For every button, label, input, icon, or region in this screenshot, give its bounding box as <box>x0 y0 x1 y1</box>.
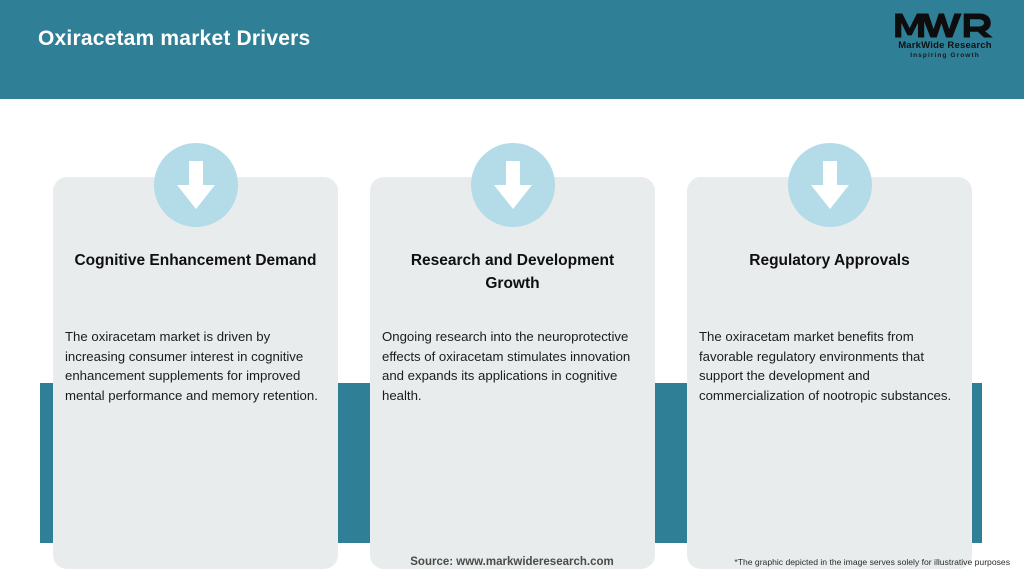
page-title: Oxiracetam market Drivers <box>38 27 311 50</box>
card-description: Ongoing research into the neuroprotectiv… <box>382 329 631 403</box>
logo-company-name: MarkWide Research <box>898 40 992 51</box>
header-bar: Oxiracetam market Drivers MarkWide Resea… <box>0 0 1024 99</box>
driver-card-2[interactable]: Research and Development Growth Ongoing … <box>370 143 655 569</box>
arrow-down-icon <box>787 143 872 227</box>
card-title: Cognitive Enhancement Demand <box>74 252 317 269</box>
mwr-logo-icon <box>895 13 993 38</box>
brand-logo: MarkWide Research Inspiring Growth <box>884 8 1006 70</box>
card-surface <box>687 177 972 569</box>
card-title: Regulatory Approvals <box>749 252 910 269</box>
disclaimer-note: *The graphic depicted in the image serve… <box>734 557 1010 567</box>
source-label: Source: www.markwideresearch.com <box>410 556 614 568</box>
card-description: The oxiracetam market benefits from favo… <box>699 329 952 403</box>
card-description: The oxiracetam market is driven by incre… <box>65 329 318 403</box>
arrow-down-icon <box>470 143 555 227</box>
card-surface <box>53 177 338 569</box>
arrow-down-icon <box>153 143 238 227</box>
logo-tagline: Inspiring Growth <box>910 52 980 59</box>
card-title: Research and Development Growth <box>410 252 615 292</box>
driver-card-3[interactable]: Regulatory Approvals The oxiracetam mark… <box>687 143 972 569</box>
card-surface <box>370 177 655 569</box>
driver-card-1[interactable]: Cognitive Enhancement Demand The oxirace… <box>53 143 338 569</box>
